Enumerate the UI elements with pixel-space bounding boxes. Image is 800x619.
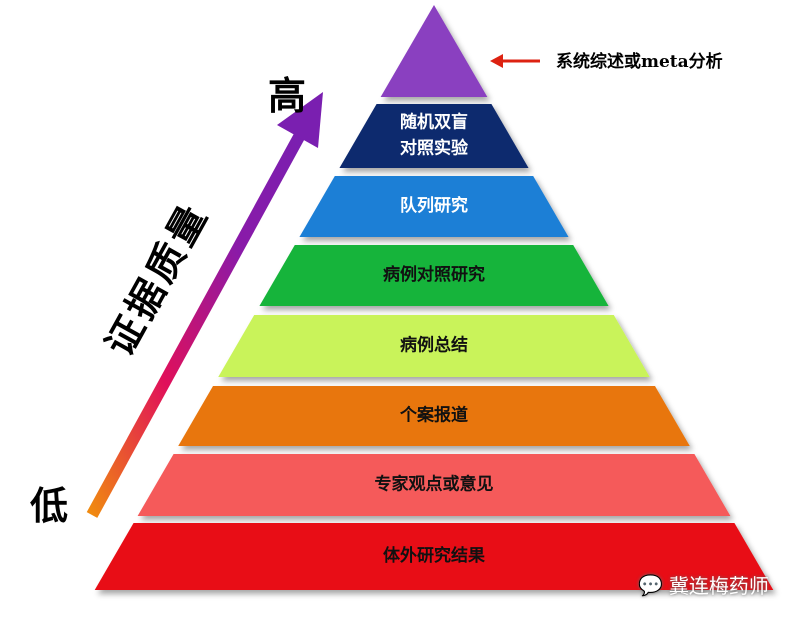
pyramid-level-1 [339, 104, 529, 168]
pyramid-level-6 [137, 454, 731, 516]
pyramid-level-7 [94, 523, 774, 590]
pyramid-level-label: 病例总结 [400, 335, 468, 356]
pyramid-level-label: 个案报道 [399, 405, 468, 426]
pyramid-level-label: 随机双盲 [400, 112, 468, 133]
wechat-icon: 💬 [638, 572, 663, 597]
quality-arrow-head-icon [277, 92, 323, 148]
pyramid-level-2 [299, 176, 569, 237]
watermark: 💬 冀连梅药师 [638, 570, 769, 599]
pyramid-level-label: 专家观点或意见 [375, 474, 494, 495]
pyramid-level-5 [178, 386, 690, 446]
pyramid-level-label: 体外研究结果 [383, 545, 485, 566]
pyramid-level-0 [380, 5, 488, 97]
quality-arrow-shaft [86, 132, 306, 518]
pyramid-level-label: 病例对照研究 [383, 264, 485, 285]
low-label: 低 [30, 483, 69, 528]
high-label: 高 [268, 73, 307, 118]
pyramid-level-label: 队列研究 [400, 195, 468, 216]
top-annotation: 系统综述或meta分析 [556, 52, 723, 72]
watermark-text: 冀连梅药师 [668, 574, 769, 598]
pyramid-level-4 [218, 315, 650, 377]
pyramid-level-label: 对照实验 [400, 138, 469, 159]
red-arrow-left-icon [490, 54, 503, 68]
pyramid-level-3 [259, 245, 609, 306]
